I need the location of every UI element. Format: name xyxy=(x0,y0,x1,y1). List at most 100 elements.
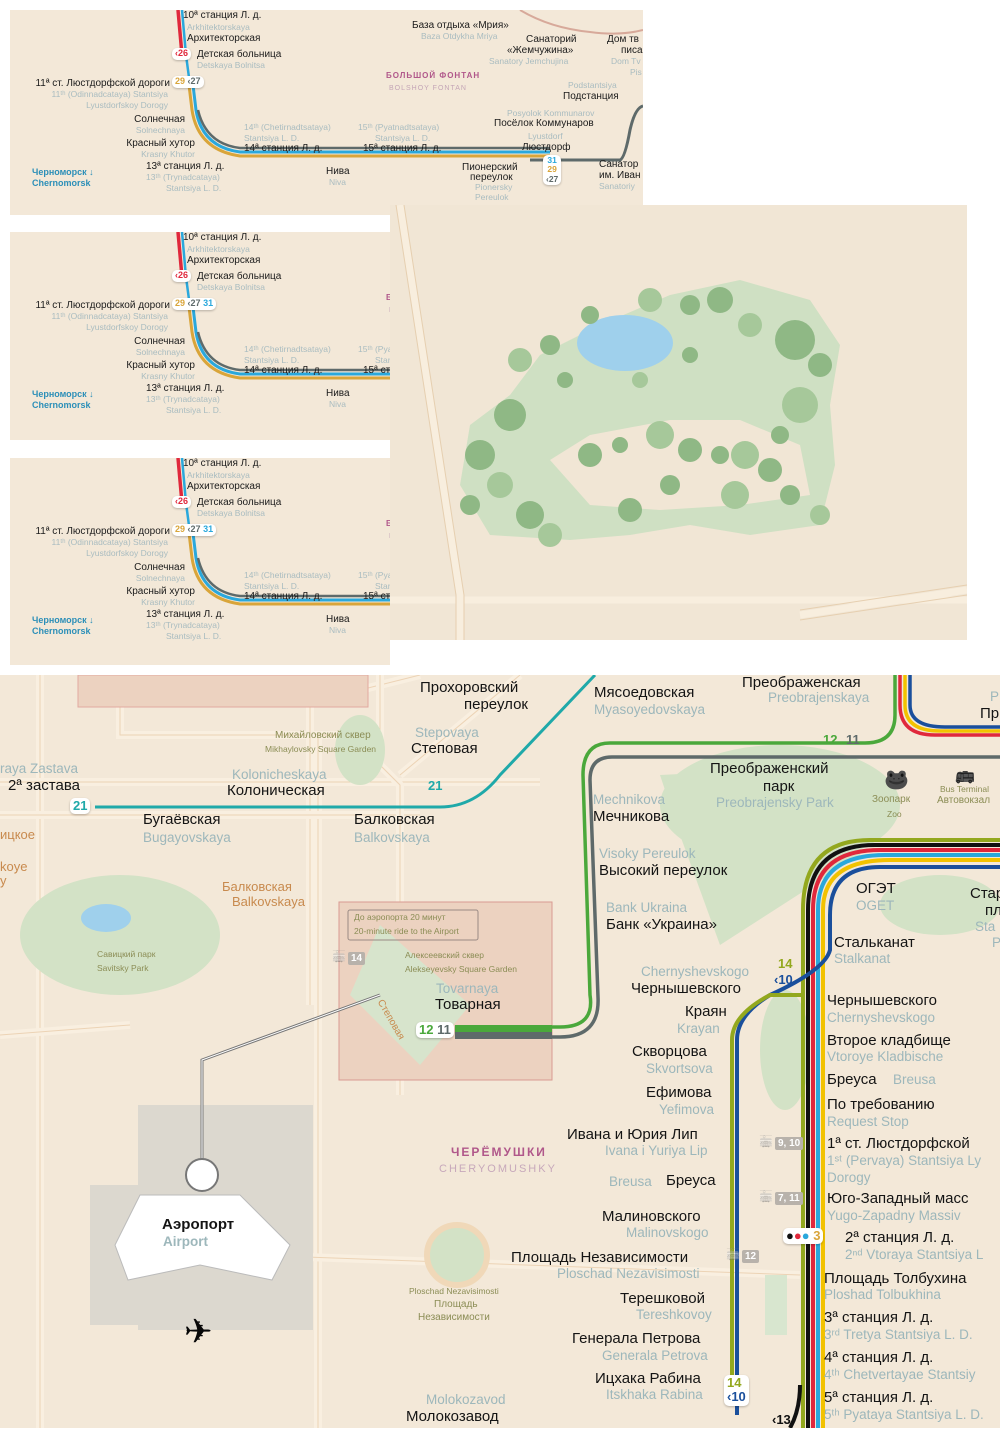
route-31: 31 xyxy=(547,155,557,165)
label-dom-t2: Pis xyxy=(630,67,642,77)
route-27: ‹27 xyxy=(187,524,201,534)
label-preob-t: Preobrajenskaya xyxy=(768,690,870,705)
label-rab-t: Itskhaka Rabina xyxy=(606,1387,703,1402)
label-tersh: Терешковой xyxy=(620,1290,705,1307)
tree xyxy=(632,372,648,388)
label-zast: 2ª застава xyxy=(8,777,80,794)
label-pion-t2: Pereulok xyxy=(475,192,509,202)
label-dom2: писа xyxy=(621,45,643,56)
label-st14-t1: 14ᵗʰ (Chetirnadtsataya) xyxy=(244,122,331,132)
tree xyxy=(738,313,762,337)
route-29: 29 xyxy=(175,76,186,86)
tree xyxy=(680,295,700,315)
label-zoo: Зоопарк xyxy=(872,794,911,805)
label-req: По требованию xyxy=(827,1096,935,1113)
label-posk: Посёлок Коммунаров xyxy=(494,118,594,129)
label-mikh-t: Mikhaylovsky Square Garden xyxy=(265,744,377,754)
label-koye: koye xyxy=(0,859,28,874)
label-arkh-t: Arkhitektorskaya xyxy=(187,470,250,480)
airplane-icon: ✈ xyxy=(184,1313,213,1351)
label-soln: Солнечная xyxy=(134,114,185,125)
label-lip-t: Ivana i Yuriya Lip xyxy=(605,1143,708,1158)
bus-icon: 🚌 xyxy=(955,767,975,784)
label-bank: Банк «Украина» xyxy=(606,916,717,933)
tree xyxy=(508,348,532,372)
label-st11-t2: Lyustdorfskoy Dorogy xyxy=(86,100,168,110)
label-stalk: Стальканат xyxy=(834,934,915,951)
label-chern: Черноморск ↓ xyxy=(32,167,94,177)
label-air2: 20-minute ride to the Airport xyxy=(354,926,459,936)
tree xyxy=(612,437,628,453)
route-badge-26: ‹26 xyxy=(172,48,192,60)
label-st4: 4ª станция Л. д. xyxy=(824,1349,934,1366)
label-bug: Бугаёвская xyxy=(143,811,221,828)
label-prokh2: переулок xyxy=(464,696,528,713)
tree xyxy=(538,523,562,547)
tree xyxy=(660,475,680,495)
label-stalk-t: Stalkanat xyxy=(834,951,891,966)
label-st15-t2: Stantsiya L. D. xyxy=(375,133,431,143)
label-genp: Генерала Петрова xyxy=(572,1330,701,1347)
tree xyxy=(731,441,759,469)
label-lyust: Люстдорф xyxy=(522,142,571,153)
label-jem-t: Sanatory Jemchujina xyxy=(489,56,569,66)
label-zast-t: raya Zastava xyxy=(0,761,79,776)
label-breu: Бреуса xyxy=(827,1071,877,1088)
label-mech: Мечникова xyxy=(593,808,670,825)
label-cher: ЧЕРЁМУШКИ xyxy=(451,1145,547,1159)
label-bus: Автовокзал xyxy=(937,795,991,806)
label-st11: 11ª ст. Люстдорфской дороги xyxy=(35,526,170,537)
label-skv-t: Skvortsova xyxy=(646,1061,713,1076)
label-cher-t: CHERYOMUSHKY xyxy=(439,1163,557,1175)
label-bf-t: BOLSHOY FONTAN xyxy=(389,533,390,540)
tree xyxy=(782,387,818,423)
label-sav-t: Savitsky Park xyxy=(97,963,149,973)
label-st10: 10ª станция Л. д. xyxy=(183,232,262,243)
park-area xyxy=(460,280,840,540)
label-zoo-t: Zoo xyxy=(887,809,902,819)
label-pnez-s2: Независимости xyxy=(418,1312,490,1323)
route-29: 29 xyxy=(175,298,186,308)
label-st15: 15ª станция Л. д. xyxy=(363,143,442,154)
label-detsk-t: Detskaya Bolnitsa xyxy=(197,60,266,70)
label-pnez-t: Ploschad Nezavisimosti xyxy=(557,1266,700,1281)
label-st2-t: 2ⁿᵈ Vtoraya Stantsiya L xyxy=(845,1247,984,1262)
label-pr: Пр xyxy=(980,705,1000,722)
label-st14-t1: 14ᵗʰ (Chetirnadtsataya) xyxy=(244,570,331,580)
label-st15-t1: 15ᵗʰ (Pyatnadtsataya) xyxy=(358,122,440,132)
label-alex-t: Alekseyevsky Square Garden xyxy=(405,964,517,974)
roads xyxy=(390,205,967,640)
label-bug-t: Bugayovskaya xyxy=(143,830,231,845)
label-soln: Солнечная xyxy=(134,336,185,347)
label-niva: Нива xyxy=(326,388,350,399)
label-breu2: Бреуса xyxy=(666,1172,716,1189)
label-sanat2: им. Иван xyxy=(599,170,641,181)
label-arkh: Архитекторская xyxy=(187,481,261,492)
label-kras: Красный хутор xyxy=(126,586,195,597)
label-pion2: переулок xyxy=(470,172,513,183)
route-badge-21: 21 xyxy=(70,798,91,815)
label-breu2-t: Breusa xyxy=(609,1174,652,1189)
tree xyxy=(678,438,702,462)
label-soln-t: Solnechnaya xyxy=(135,125,185,135)
label-chy-t: Chernyshevskogo xyxy=(641,964,750,979)
label-itskoe: ицкое xyxy=(0,827,36,842)
label-st5-t: 5ᵗʰ Pyataya Stantsiya L. D. xyxy=(824,1407,984,1422)
label-kray-t: Krayan xyxy=(677,1021,720,1036)
label-genp-t: Generala Petrova xyxy=(602,1348,708,1363)
tree xyxy=(494,399,526,431)
label-chy: Чернышевского xyxy=(631,980,741,997)
label-mech-t: Mechnikova xyxy=(593,792,666,807)
label-airport-t: Airport xyxy=(163,1234,208,1249)
label-st10: 10ª станция Л. д. xyxy=(183,10,262,21)
label-bank-t: Bank Ukraina xyxy=(606,900,688,915)
label-kolon-t: Kolonicheskaya xyxy=(232,767,327,782)
label-mikh: Михайловский сквер xyxy=(275,730,371,741)
label-tov: Товарная xyxy=(435,996,501,1013)
label-pnez-s1: Площадь xyxy=(434,1299,478,1310)
route-14: 14 xyxy=(727,1375,742,1390)
label-detsk: Детская больница xyxy=(197,49,282,60)
label-st14-t2: Stantsiya L. D. xyxy=(244,133,300,143)
